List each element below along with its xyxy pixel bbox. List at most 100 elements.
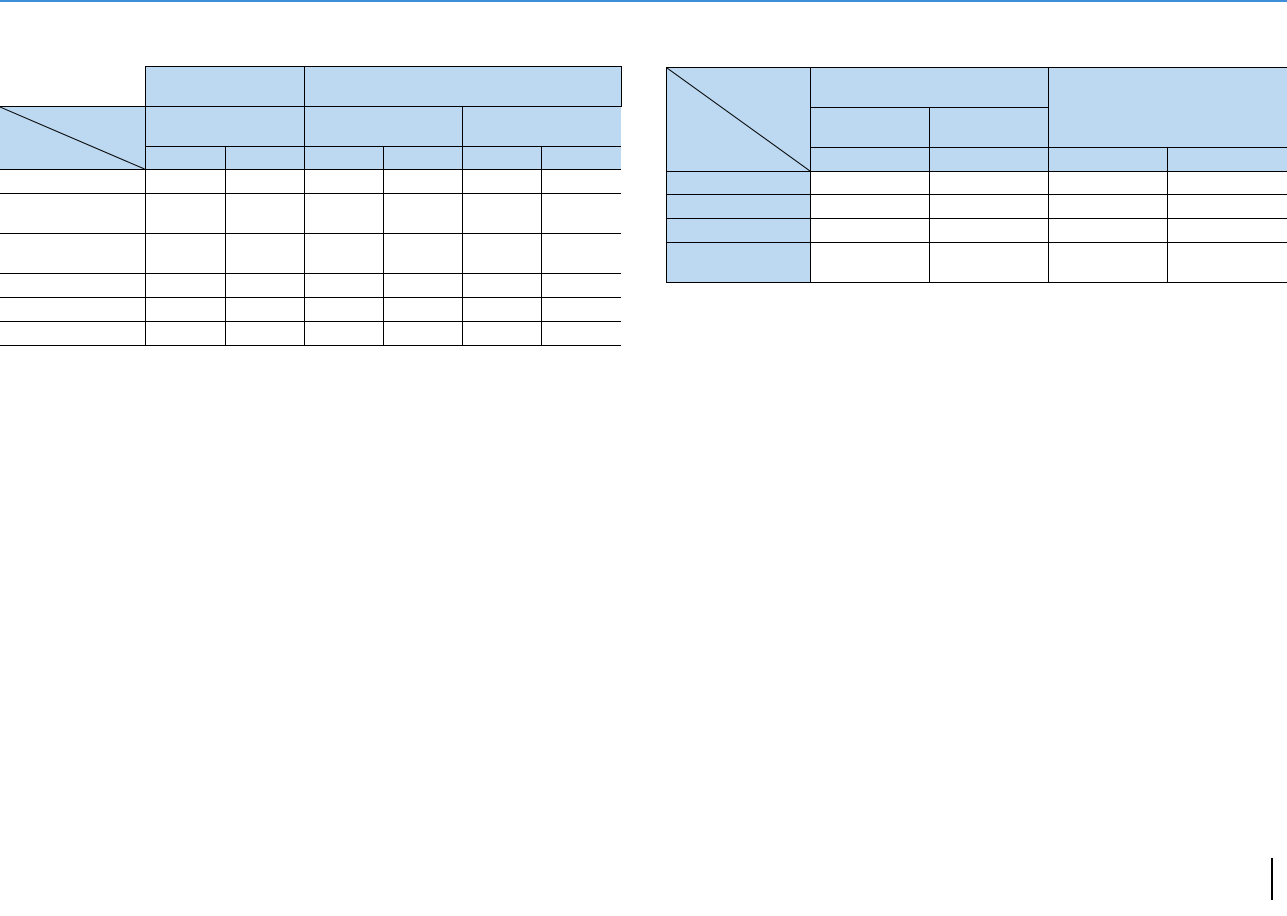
table-cell: [144, 169, 226, 194]
table-cell: [461, 321, 542, 346]
header-cell: [540, 146, 621, 170]
table-cell: [303, 233, 384, 274]
header-subgroup-1: [144, 106, 305, 147]
spec-table-left: [0, 66, 622, 346]
table-cell: [1048, 242, 1168, 283]
header-group-2: [303, 66, 622, 107]
table-cell: [144, 297, 226, 322]
table-cell: [1167, 218, 1287, 243]
row-label-cell: [0, 233, 146, 274]
table-header-row: [0, 106, 621, 170]
table-header-row: [0, 66, 622, 107]
row-label-cell: [666, 242, 811, 283]
table-header-row: [0, 146, 621, 170]
table-cell: [382, 297, 463, 322]
table-cell: [382, 193, 463, 234]
diagonal-line: [667, 68, 810, 171]
header-cell: [382, 146, 463, 170]
table-cell: [1048, 171, 1168, 195]
table-cell: [810, 218, 930, 243]
diagonal-header-cell: [666, 67, 811, 172]
table-cell: [929, 218, 1049, 243]
table-cell: [144, 321, 226, 346]
row-label-cell: [0, 169, 146, 194]
row-label-cell: [666, 194, 811, 219]
table-cell: [810, 171, 930, 195]
row-label-cell: [666, 218, 811, 243]
header-subgroup-1: [810, 107, 930, 148]
table-cell: [540, 273, 621, 298]
table-cell: [224, 233, 305, 274]
table-row: [666, 218, 1287, 243]
row-label-cell: [0, 193, 146, 234]
table-header-row: [666, 67, 1287, 172]
row-label-cell: [0, 273, 146, 298]
header-cell: [224, 146, 305, 170]
table-cell: [929, 242, 1049, 283]
header-cell: [810, 147, 930, 172]
table-cell: [1167, 194, 1287, 219]
table-cell: [1167, 242, 1287, 283]
table-row: [666, 194, 1287, 219]
table-cell: [144, 193, 226, 234]
diagonal-line: [0, 107, 145, 169]
table-cell: [1048, 218, 1168, 243]
header-cell: [144, 146, 226, 170]
table-cell: [461, 169, 542, 194]
header-subgroup-2: [303, 106, 463, 147]
diagonal-header-cell: [0, 106, 146, 170]
table-cell: [303, 193, 384, 234]
header-cell: [461, 146, 542, 170]
row-label-cell: [0, 321, 146, 346]
table-cell: [303, 297, 384, 322]
table-cell: [1048, 194, 1168, 219]
table-cell: [810, 194, 930, 219]
table-cell: [461, 297, 542, 322]
header-cell: [303, 146, 384, 170]
table-row: [0, 273, 621, 298]
table-row: [0, 193, 621, 234]
table-cell: [144, 273, 226, 298]
table-cell: [224, 193, 305, 234]
table-cell: [303, 273, 384, 298]
spec-table-right: [666, 67, 1287, 283]
table-cell: [540, 321, 621, 346]
table-cell: [540, 233, 621, 274]
row-label-cell: [0, 297, 146, 322]
table-row: [666, 242, 1287, 283]
corner-blank: [0, 67, 145, 107]
header-group-1: [144, 66, 305, 107]
table-row: [666, 171, 1287, 195]
table-row: [0, 169, 621, 194]
table-cell: [224, 321, 305, 346]
header-subgroup-3: [461, 106, 621, 147]
table-cell: [303, 169, 384, 194]
table-cell: [540, 297, 621, 322]
table-row: [0, 233, 621, 274]
page-edge-marker: [1271, 858, 1273, 900]
row-label-cell: [666, 171, 811, 195]
table-cell: [929, 171, 1049, 195]
table-cell: [144, 233, 226, 274]
table-cell: [224, 297, 305, 322]
table-row: [0, 321, 621, 346]
table-cell: [810, 242, 930, 283]
header-cell: [1167, 147, 1287, 172]
header-cell: [929, 147, 1049, 172]
table-cell: [540, 169, 621, 194]
table-cell: [224, 273, 305, 298]
table-cell: [461, 233, 542, 274]
header-group-2: [1048, 67, 1287, 148]
table-cell: [540, 193, 621, 234]
table-cell: [224, 169, 305, 194]
table-cell: [303, 321, 384, 346]
table-cell: [1167, 171, 1287, 195]
header-group-1: [810, 67, 1049, 108]
table-header-row: [667, 147, 1287, 172]
table-cell: [461, 273, 542, 298]
table-cell: [382, 169, 463, 194]
header-subgroup-2: [929, 107, 1049, 148]
table-row: [0, 297, 621, 322]
top-rule: [0, 0, 1287, 2]
table-cell: [382, 321, 463, 346]
